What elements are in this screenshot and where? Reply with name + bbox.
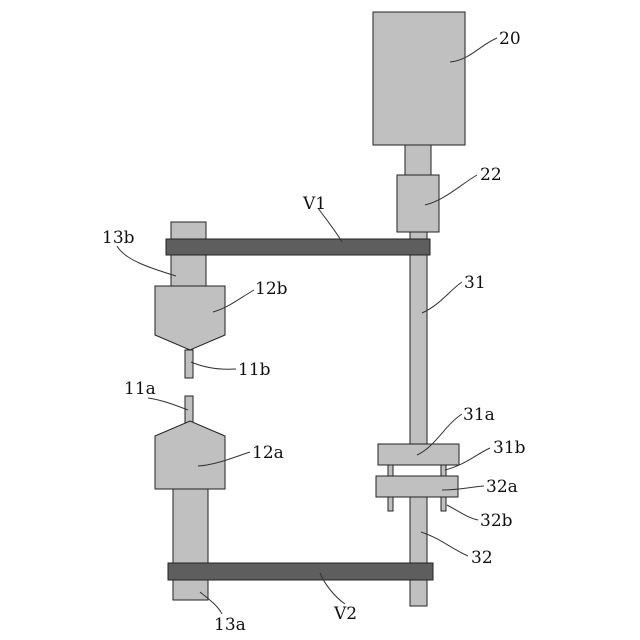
label-upper-shaft: 31 [464, 273, 486, 293]
label-upper-flange: 31a [463, 405, 495, 425]
leader-upper-shaft [422, 282, 462, 313]
upper-shaft [410, 232, 427, 445]
label-upper-bar: V1 [302, 194, 326, 214]
label-lower-shaft: 32 [471, 548, 493, 568]
motor-shaft [405, 145, 431, 175]
label-upper-tip: 11b [238, 360, 271, 380]
motor-block [373, 12, 465, 145]
upper-bar [166, 239, 430, 255]
leader-lower-bolt [447, 505, 478, 520]
label-coupling: 22 [480, 165, 502, 185]
label-upper-mount: 13b [102, 228, 135, 248]
label-upper-bolt: 31b [493, 438, 526, 458]
label-lower-bolt: 32b [480, 511, 513, 531]
label-lower-mount: 13a [214, 615, 246, 635]
upper-tip [185, 350, 193, 378]
lower-mount-post [173, 489, 208, 600]
label-lower-bar: V2 [333, 604, 357, 624]
lower-bar [168, 563, 433, 580]
leader-lower-tip [148, 398, 188, 410]
lower-tip [185, 396, 193, 424]
upper-holder [155, 286, 225, 350]
leader-upper-tip [191, 362, 236, 369]
coupling-block [397, 175, 439, 232]
lower-holder [155, 421, 225, 489]
lower-flange [376, 476, 458, 497]
label-upper-holder: 12b [255, 279, 288, 299]
label-lower-flange: 32a [486, 477, 518, 497]
label-lower-tip: 11a [124, 379, 156, 399]
label-lower-holder: 12a [252, 443, 284, 463]
lower-shaft [410, 497, 427, 606]
label-motor: 20 [499, 29, 521, 49]
leader-lower-shaft [421, 532, 468, 556]
